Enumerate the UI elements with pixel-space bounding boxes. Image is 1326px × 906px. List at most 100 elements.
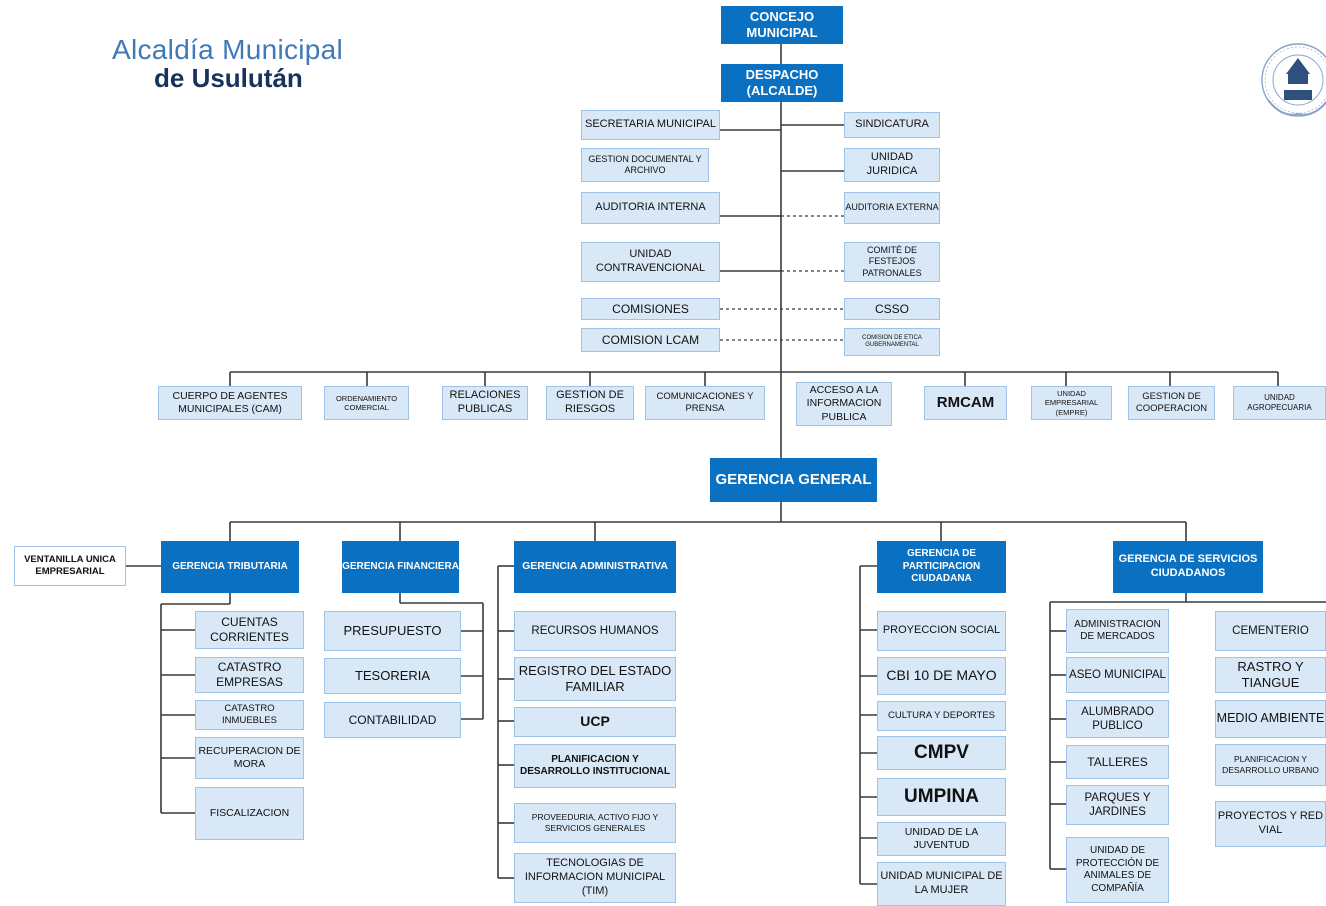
- comision-etica-box: COMISION DE ETICA GUBERNAMENTAL: [844, 328, 940, 356]
- ventanilla-unica-box: VENTANILLA UNICA EMPRESARIAL: [14, 546, 126, 586]
- tributaria-unit-label: RECUPERACION DE MORA: [198, 744, 301, 770]
- gerencia-financiera-label: GERENCIA FINANCIERA: [342, 560, 459, 572]
- financiera-unit: PRESUPUESTO: [324, 611, 461, 651]
- participacion-unit-label: CMPV: [914, 742, 969, 764]
- unidad-juridica-label: UNIDAD JURIDICA: [866, 151, 918, 177]
- gerencia-general-label: GERENCIA GENERAL: [715, 470, 872, 488]
- gerencia-general-box: GERENCIA GENERAL: [710, 458, 877, 502]
- staff-unit-cam-label: CUERPO DE AGENTES MUNICIPALES (CAM): [172, 389, 288, 415]
- gerencia-tributaria-label: GERENCIA TRIBUTARIA: [172, 560, 288, 572]
- gerencia-financiera-box: GERENCIA FINANCIERA: [342, 541, 459, 593]
- unidad-contravencional-box: UNIDAD CONTRAVENCIONAL: [581, 242, 720, 282]
- staff-unit-empre-label: UNIDAD EMPRESARIAL (EMPRE): [1044, 388, 1099, 417]
- staff-unit-cooperacion: GESTION DE COOPERACION: [1128, 386, 1215, 420]
- participacion-unit: CULTURA Y DEPORTES: [877, 701, 1006, 731]
- comite-festejos-box: COMITÉ DE FESTEJOS PATRONALES: [844, 242, 940, 282]
- administrativa-unit: PLANIFICACION Y DESARROLLO INSTITUCIONAL: [514, 744, 676, 788]
- administrativa-unit: PROVEEDURIA, ACTIVO FIJO Y SERVICIOS GEN…: [514, 803, 676, 843]
- staff-unit-comunicaciones: COMUNICACIONES Y PRENSA: [645, 386, 765, 420]
- despacho-alcalde-label: DESPACHO (ALCALDE): [745, 66, 819, 98]
- servicios-unit-label: UNIDAD DE PROTECCIÓN DE ANIMALES DE COMP…: [1075, 845, 1160, 894]
- servicios-unit: ASEO MUNICIPAL: [1066, 657, 1169, 693]
- gerencia-servicios-label: GERENCIA DE SERVICIOS CIUDADANOS: [1118, 553, 1258, 579]
- comite-festejos-label: COMITÉ DE FESTEJOS PATRONALES: [862, 245, 922, 278]
- csso-box: CSSO: [844, 298, 940, 320]
- auditoria-externa-label: AUDITORIA EXTERNA: [845, 202, 939, 213]
- auditoria-externa-box: AUDITORIA EXTERNA: [844, 192, 940, 224]
- comision-etica-label: COMISION DE ETICA GUBERNAMENTAL: [862, 334, 922, 349]
- servicios-unit-label: CEMENTERIO: [1232, 624, 1309, 637]
- servicios-unit-label: RASTRO Y TIANGUE: [1237, 658, 1304, 690]
- financiera-unit: TESORERIA: [324, 658, 461, 694]
- ventanilla-unica-label: VENTANILLA UNICA EMPRESARIAL: [24, 554, 116, 577]
- servicios-unit: PARQUES Y JARDINES: [1066, 785, 1169, 825]
- despacho-alcalde-box: DESPACHO (ALCALDE): [721, 64, 843, 102]
- sindicatura-box: SINDICATURA: [844, 112, 940, 138]
- comisiones-label: COMISIONES: [612, 301, 689, 316]
- servicios-unit-label: TALLERES: [1087, 754, 1148, 769]
- administrativa-unit-label: RECURSOS HUMANOS: [531, 624, 659, 637]
- administrativa-unit: RECURSOS HUMANOS: [514, 611, 676, 651]
- gerencia-administrativa-label: GERENCIA ADMINISTRATIVA: [522, 560, 668, 573]
- brand-line-1: Alcaldía Municipal: [112, 34, 344, 65]
- servicios-unit: PLANIFICACION Y DESARROLLO URBANO: [1215, 744, 1326, 786]
- csso-label: CSSO: [874, 301, 909, 316]
- unidad-contravencional-label: UNIDAD CONTRAVENCIONAL: [595, 248, 706, 274]
- financiera-unit: CONTABILIDAD: [324, 702, 461, 738]
- administrativa-unit-label: REGISTRO DEL ESTADO FAMILIAR: [518, 662, 672, 694]
- sindicatura-label: SINDICATURA: [855, 118, 929, 131]
- auditoria-interna-box: AUDITORIA INTERNA: [581, 192, 720, 224]
- comision-lcam-box: COMISION LCAM: [581, 328, 720, 352]
- servicios-unit: PROYECTOS Y RED VIAL: [1215, 801, 1326, 847]
- participacion-unit-label: UMPINA: [904, 786, 979, 808]
- tributaria-unit-label: CATASTRO INMUEBLES: [222, 703, 277, 726]
- staff-unit-riesgos: GESTION DE RIESGOS: [546, 386, 634, 420]
- staff-unit-relaciones-label: RELACIONES PUBLICAS: [449, 389, 521, 415]
- staff-unit-agropecuaria: UNIDAD AGROPECUARIA: [1233, 386, 1326, 420]
- servicios-unit-label: PLANIFICACION Y DESARROLLO URBANO: [1222, 754, 1319, 775]
- servicios-unit-label: ALUMBRADO PUBLICO: [1081, 705, 1154, 732]
- administrativa-unit: TECNOLOGIAS DE INFORMACION MUNICIPAL (TI…: [514, 853, 676, 903]
- administrativa-unit-label: PROVEEDURIA, ACTIVO FIJO Y SERVICIOS GEN…: [531, 812, 659, 833]
- participacion-unit-label: UNIDAD DE LA JUVENTUD: [904, 825, 979, 851]
- brand-logo: Alcaldía Municipal de Usulután: [112, 34, 344, 92]
- servicios-unit: RASTRO Y TIANGUE: [1215, 657, 1326, 693]
- staff-unit-cam: CUERPO DE AGENTES MUNICIPALES (CAM): [158, 386, 302, 420]
- comision-lcam-label: COMISION LCAM: [601, 332, 700, 347]
- auditoria-interna-label: AUDITORIA INTERNA: [595, 201, 706, 214]
- gerencia-participacion-box: GERENCIA DE PARTICIPACION CIUDADANA: [877, 541, 1006, 593]
- tributaria-unit: CUENTAS CORRIENTES: [195, 611, 304, 649]
- secretaria-municipal-box: SECRETARIA MUNICIPAL: [581, 110, 720, 140]
- administrativa-unit-label: PLANIFICACION Y DESARROLLO INSTITUCIONAL: [520, 753, 670, 778]
- servicios-unit-label: PROYECTOS Y RED VIAL: [1217, 810, 1324, 836]
- servicios-unit-label: PARQUES Y JARDINES: [1084, 791, 1151, 818]
- participacion-unit-label: PROYECCION SOCIAL: [882, 624, 1001, 637]
- tributaria-unit: RECUPERACION DE MORA: [195, 737, 304, 779]
- tributaria-unit-label: FISCALIZACION: [209, 806, 290, 819]
- servicios-unit: CEMENTERIO: [1215, 611, 1326, 651]
- administrativa-unit: UCP: [514, 707, 676, 737]
- servicios-unit: UNIDAD DE PROTECCIÓN DE ANIMALES DE COMP…: [1066, 837, 1169, 903]
- staff-unit-ordenamiento-label: ORDENAMIENTO COMERCIAL: [335, 393, 398, 412]
- gestion-documental-label: GESTION DOCUMENTAL Y ARCHIVO: [588, 153, 702, 175]
- staff-unit-riesgos-label: GESTION DE RIESGOS: [556, 389, 624, 415]
- participacion-unit: CMPV: [877, 736, 1006, 770]
- financiera-unit-label: TESORERIA: [354, 667, 431, 683]
- servicios-unit-label: MEDIO AMBIENTE: [1216, 711, 1325, 726]
- staff-unit-empre: UNIDAD EMPRESARIAL (EMPRE): [1031, 386, 1112, 420]
- administrativa-unit-label: UCP: [580, 713, 610, 730]
- servicios-unit: TALLERES: [1066, 745, 1169, 779]
- participacion-unit-label: CULTURA Y DEPORTES: [888, 710, 995, 722]
- staff-unit-relaciones: RELACIONES PUBLICAS: [442, 386, 528, 420]
- administrativa-unit: REGISTRO DEL ESTADO FAMILIAR: [514, 657, 676, 701]
- financiera-unit-label: PRESUPUESTO: [343, 622, 442, 638]
- staff-unit-rmcam: RMCAM: [924, 386, 1007, 420]
- financiera-unit-label: CONTABILIDAD: [348, 712, 437, 727]
- tributaria-unit: CATASTRO EMPRESAS: [195, 657, 304, 693]
- participacion-unit: UNIDAD MUNICIPAL DE LA MUJER: [877, 862, 1006, 906]
- comisiones-box: COMISIONES: [581, 298, 720, 320]
- staff-unit-agropecuaria-label: UNIDAD AGROPECUARIA: [1247, 393, 1312, 412]
- servicios-unit: MEDIO AMBIENTE: [1215, 700, 1326, 738]
- servicios-unit-label: ADMINISTRACION DE MERCADOS: [1074, 618, 1161, 643]
